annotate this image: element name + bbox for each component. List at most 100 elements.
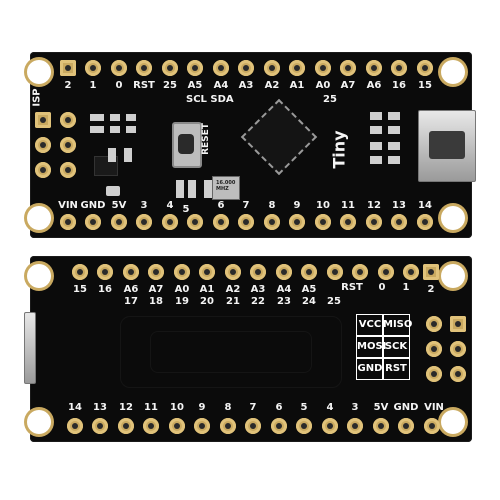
header-pin [366,60,382,76]
header-pin [225,264,241,280]
resistor [126,114,136,121]
header-pin [424,418,440,434]
header-pin [352,264,368,280]
header-pin [136,214,152,230]
header-pin [187,60,203,76]
header-pin [450,341,466,357]
header-pin [450,366,466,382]
header-pin [143,418,159,434]
header-pin [60,162,76,178]
pin-alt-label: 25 [327,296,341,307]
header-pin [238,214,254,230]
header-pin [97,264,113,280]
pin-label: A2 [225,284,241,295]
crystal-marking: 16.000 MHZ [216,180,236,192]
diode [106,186,120,196]
header-pin [85,214,101,230]
capacitor [204,180,212,198]
header-pin [378,264,394,280]
pin-label: 6 [275,402,283,413]
header-pin [250,264,266,280]
micro-usb-connector[interactable] [418,110,476,182]
header-pin [136,60,152,76]
header-pin [213,214,229,230]
pin-label: 4 [166,200,174,211]
header-pin [67,418,83,434]
mounting-hole [27,410,51,434]
pin-label: 0 [378,282,386,293]
pin-label: 13 [93,402,107,413]
pin-label: A5 [301,284,317,295]
header-pin [391,214,407,230]
microcontroller-chip [240,98,318,176]
header-pin [60,60,76,76]
header-pin [60,137,76,153]
pin-label: 10 [316,200,330,211]
pin-label: 15 [418,80,432,91]
header-pin [35,137,51,153]
resistor [370,156,382,164]
header-pin [289,214,305,230]
header-pin [417,214,433,230]
pin-label: GND [393,402,419,413]
header-pin [72,264,88,280]
header-pin [162,60,178,76]
led [90,126,104,133]
pin-label: 3 [140,200,148,211]
header-pin [296,418,312,434]
pin-label: 15 [73,284,87,295]
pin-label: 3 [351,402,359,413]
crystal-oscillator [212,176,240,200]
header-pin [315,60,331,76]
resistor [110,114,120,121]
pin-label: 6 [217,200,225,211]
pin-label: 2 [64,80,72,91]
header-pin [92,418,108,434]
header-pin [289,60,305,76]
pin-alt-label: 19 [175,296,189,307]
pin-label: 25 [163,80,177,91]
resistor [110,126,120,133]
header-pin [373,418,389,434]
pin-label: 5 [182,204,190,215]
pin-label: 13 [392,200,406,211]
pin-label: A4 [276,284,292,295]
header-pin [187,214,203,230]
pin-label: 11 [144,402,158,413]
header-pin [340,214,356,230]
header-pin [60,214,76,230]
pin-label: 5 [300,402,308,413]
button-cap [178,134,194,154]
header-pin [111,214,127,230]
header-pin [169,418,185,434]
header-pin [35,112,51,128]
pin-label: A1 [289,80,305,91]
isp-label: ISP [31,88,43,107]
pin-alt-label: 23 [277,296,291,307]
pin-alt-label: 20 [200,296,214,307]
pin-label: 2 [427,284,435,295]
header-pin [403,264,419,280]
pin-label: 11 [341,200,355,211]
pin-label: A6 [366,80,382,91]
resistor [388,112,400,120]
pin-label: 9 [198,402,206,413]
header-pin [301,264,317,280]
pin-label: 7 [242,200,250,211]
pin-label: RST [133,80,155,91]
led [90,114,104,121]
resistor [126,126,136,133]
header-pin [271,418,287,434]
reset-button[interactable] [172,122,202,168]
pin-label: A7 [340,80,356,91]
mounting-hole [441,60,465,84]
header-pin [315,214,331,230]
header-pin [417,60,433,76]
pin-alt-label: 22 [251,296,265,307]
header-pin [327,264,343,280]
header-pin [174,264,190,280]
header-pin [398,418,414,434]
resistor [370,126,382,134]
pin-label: 16 [98,284,112,295]
resistor [388,156,400,164]
